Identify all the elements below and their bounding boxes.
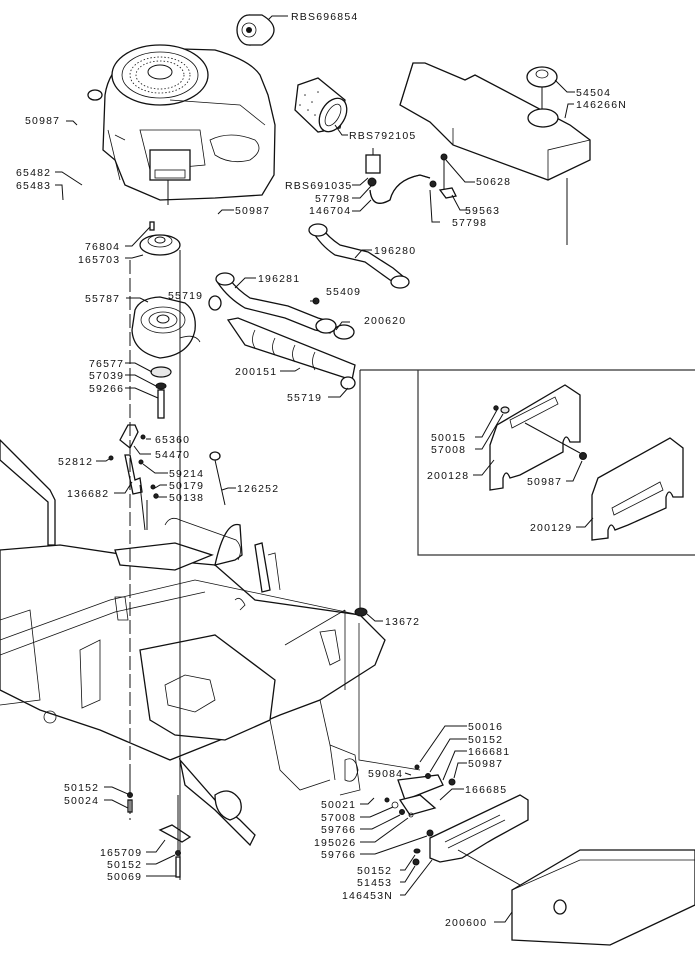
label-13672: 13672 bbox=[385, 616, 420, 628]
label-50069: 50069 bbox=[107, 871, 142, 883]
label-50179: 50179 bbox=[169, 480, 204, 492]
label-59214: 59214 bbox=[169, 468, 204, 480]
label-166681: 166681 bbox=[468, 746, 510, 758]
label-50152-c: 50152 bbox=[64, 782, 99, 794]
pto-clutch-icon bbox=[131, 296, 201, 419]
label-50987-b: 50987 bbox=[235, 205, 270, 217]
label-54470: 54470 bbox=[155, 449, 190, 461]
label-196280: 196280 bbox=[374, 245, 416, 257]
label-RBS792105: RBS792105 bbox=[349, 130, 416, 142]
leader-lines bbox=[55, 15, 594, 923]
label-146266N: 146266N bbox=[576, 99, 627, 111]
label-200600: 200600 bbox=[445, 917, 487, 929]
label-RBS696854: RBS696854 bbox=[291, 11, 358, 23]
fuel-line-icon bbox=[365, 148, 457, 204]
label-50152-b: 50152 bbox=[357, 865, 392, 877]
label-59766-a: 59766 bbox=[321, 824, 356, 836]
label-RBS691035: RBS691035 bbox=[285, 180, 352, 192]
label-50138: 50138 bbox=[169, 492, 204, 504]
label-136682: 136682 bbox=[67, 488, 109, 500]
oil-filter-icon bbox=[236, 14, 275, 46]
label-55719-b: 55719 bbox=[287, 392, 322, 404]
label-50152-a: 50152 bbox=[468, 734, 503, 746]
label-54504: 54504 bbox=[576, 87, 611, 99]
weight-bracket-icon bbox=[358, 623, 529, 866]
label-126252: 126252 bbox=[237, 483, 279, 495]
label-50016: 50016 bbox=[468, 721, 503, 733]
label-57798-b: 57798 bbox=[452, 217, 487, 229]
engine-icon bbox=[87, 44, 276, 205]
dipstick-icon bbox=[209, 451, 226, 506]
label-51453: 51453 bbox=[357, 877, 392, 889]
label-196281: 196281 bbox=[258, 273, 300, 285]
label-59766-b: 59766 bbox=[321, 849, 356, 861]
label-65483: 65483 bbox=[16, 180, 51, 192]
plate-200128-icon bbox=[489, 384, 587, 491]
plate-200129-icon bbox=[591, 437, 684, 541]
label-50987-c: 50987 bbox=[527, 476, 562, 488]
label-200151: 200151 bbox=[235, 366, 277, 378]
label-59266: 59266 bbox=[89, 383, 124, 395]
label-52812: 52812 bbox=[58, 456, 93, 468]
label-50628: 50628 bbox=[476, 176, 511, 188]
label-165709: 165709 bbox=[100, 847, 142, 859]
label-200620: 200620 bbox=[364, 315, 406, 327]
grommet-icon bbox=[354, 607, 368, 617]
label-59563: 59563 bbox=[465, 205, 500, 217]
label-65482: 65482 bbox=[16, 167, 51, 179]
label-50024: 50024 bbox=[64, 795, 99, 807]
label-146704: 146704 bbox=[309, 205, 351, 217]
label-50987-a: 50987 bbox=[25, 115, 60, 127]
part-labels: RBS696854 RBS792105 54504 146266N 50987 … bbox=[16, 11, 627, 929]
label-55719-a: 55719 bbox=[168, 290, 203, 302]
air-filter-icon bbox=[294, 77, 348, 133]
label-50015: 50015 bbox=[431, 432, 466, 444]
label-200129: 200129 bbox=[530, 522, 572, 534]
guide-lines bbox=[129, 250, 181, 880]
label-57008-a: 57008 bbox=[431, 444, 466, 456]
label-55409: 55409 bbox=[326, 286, 361, 298]
label-50152-d: 50152 bbox=[107, 859, 142, 871]
label-57798-a: 57798 bbox=[315, 193, 350, 205]
exhaust-pipe-icon bbox=[208, 223, 410, 390]
label-195026: 195026 bbox=[314, 837, 356, 849]
label-59084: 59084 bbox=[368, 768, 403, 780]
label-57039: 57039 bbox=[89, 370, 124, 382]
pulley-icon bbox=[139, 221, 181, 256]
label-65360: 65360 bbox=[155, 434, 190, 446]
label-200128: 200128 bbox=[427, 470, 469, 482]
label-76577: 76577 bbox=[89, 358, 124, 370]
label-50021: 50021 bbox=[321, 799, 356, 811]
frame-icon bbox=[0, 439, 386, 847]
label-50987-d: 50987 bbox=[468, 758, 503, 770]
label-57008-b: 57008 bbox=[321, 812, 356, 824]
label-166685: 166685 bbox=[465, 784, 507, 796]
label-165703: 165703 bbox=[78, 254, 120, 266]
label-76804: 76804 bbox=[85, 241, 120, 253]
inset-box bbox=[359, 369, 695, 620]
fuel-tank-icon bbox=[399, 62, 591, 245]
weight-icon bbox=[457, 849, 695, 946]
label-146453N: 146453N bbox=[342, 890, 393, 902]
label-55787: 55787 bbox=[85, 293, 120, 305]
throttle-icon bbox=[108, 424, 159, 531]
